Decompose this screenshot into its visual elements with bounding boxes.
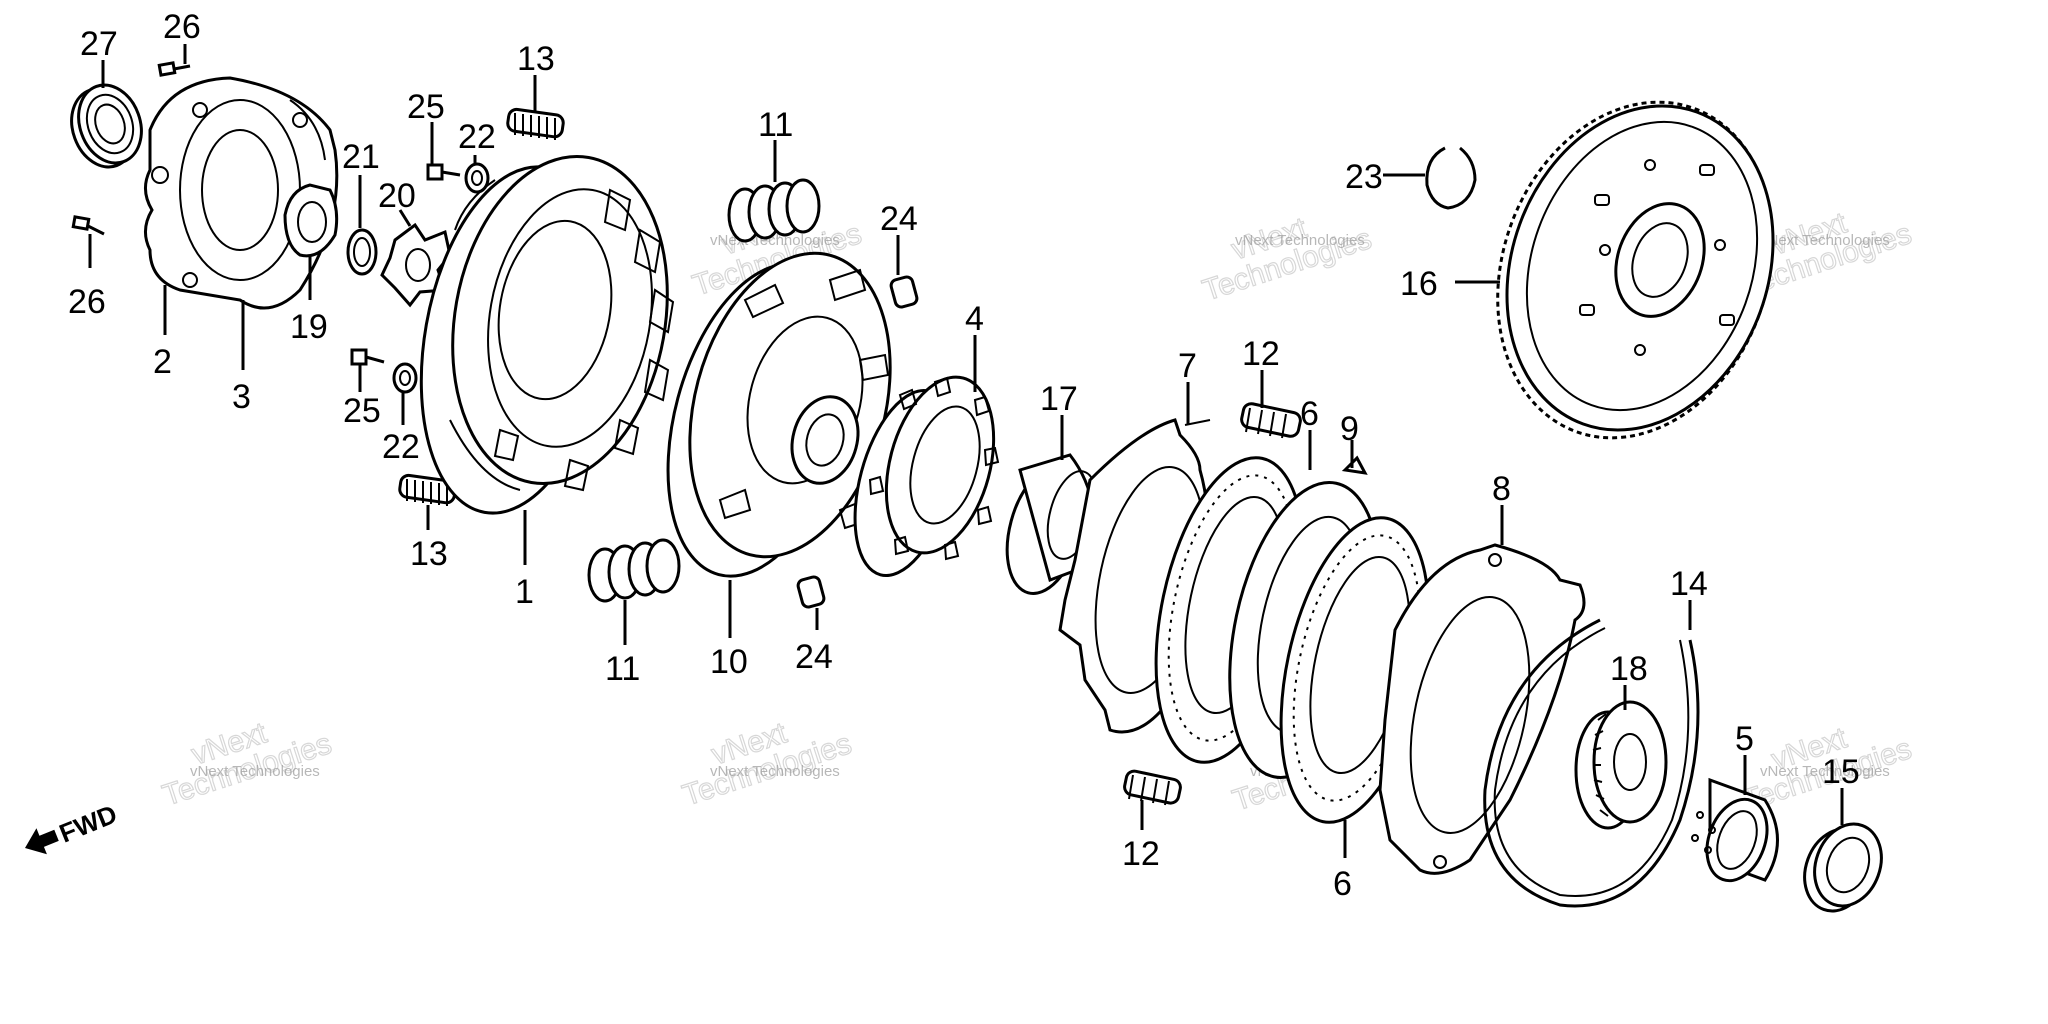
callout-18: 18 [1610,650,1648,688]
callout-10: 10 [710,643,748,681]
callout-13-top: 13 [517,40,555,78]
callout-23: 23 [1345,158,1383,196]
callout-24-bottom: 24 [795,638,833,676]
callout-1: 1 [515,573,534,611]
part-8-plate [1378,543,1586,875]
part-19-cam [283,183,339,258]
callout-6-bottom: 6 [1333,865,1352,903]
callout-9: 9 [1340,410,1359,448]
callout-13-bottom: 13 [410,535,448,573]
watermark-1: vNext Technologies [158,716,336,813]
part-15-collar [1803,822,1883,913]
callout-25-top: 25 [407,88,445,126]
callout-22-top: 22 [458,118,496,156]
callout-26-top: 26 [163,8,201,46]
part-4-one-way-clutch [853,375,1000,577]
watermark-small: vNext Technologies [1760,232,1890,249]
callout-20: 20 [378,177,416,215]
part-12-damper-bottom [1123,769,1182,806]
part-14-snap-ring [1483,618,1700,908]
callout-17: 17 [1040,380,1078,418]
part-22-washer-bottom [392,362,418,394]
part-23-circlip [1425,146,1477,210]
callout-24-top: 24 [880,200,918,238]
callout-19: 19 [290,308,328,346]
callout-15: 15 [1822,753,1860,791]
part-24-dowel-bottom [796,575,826,609]
part-16-driven-gear [1496,100,1775,440]
callout-2: 2 [153,343,172,381]
callout-16: 16 [1400,265,1438,303]
callout-14: 14 [1670,565,1708,603]
fwd-arrow-icon [25,828,59,855]
part-5-bushing [1691,777,1779,883]
part-26-screw-bottom [71,215,105,236]
part-26-screw-top [157,61,191,77]
callout-5: 5 [1735,720,1754,758]
watermark-2: vNext Technologies [678,716,856,813]
part-12-damper-top [1240,402,1302,439]
part-24-dowel-top [889,275,919,309]
watermark-small: vNext Technologies [190,763,320,780]
callout-22-bottom: 22 [382,428,420,466]
part-22-washer-top [464,162,490,194]
part-1-clutch-drum [419,154,675,515]
part-11-spring-top [727,178,821,243]
fwd-direction-marker: FWD [25,799,121,855]
callout-25-bottom: 25 [343,392,381,430]
callout-7: 7 [1178,347,1197,385]
callout-12-top: 12 [1242,335,1280,373]
watermark-small: vNext Technologies [710,763,840,780]
callout-12-bottom: 12 [1122,835,1160,873]
part-27-bearing [70,83,143,169]
part-25-bolt-top [426,163,461,181]
watermark-small: vNext Technologies [1760,763,1890,780]
part-18-primary-gear [1574,700,1668,830]
part-2-side-plate [144,76,339,310]
part-11-spring-bottom [587,538,681,603]
part-13-spring-top [506,107,565,140]
callout-27: 27 [80,25,118,63]
part-21-ring [346,228,378,276]
watermark-small: vNext Technologies [1235,232,1365,249]
callout-6-top: 6 [1300,395,1319,433]
callout-21: 21 [342,138,380,176]
callout-26-bottom: 26 [68,283,106,321]
callout-11-bottom: 11 [605,650,640,688]
callout-8: 8 [1492,470,1511,508]
part-25-bolt-bottom [350,348,385,366]
callout-11-top: 11 [758,106,793,144]
callout-labels: 27 26 26 2 3 19 21 20 25 22 25 22 13 13 … [68,8,1860,903]
watermark-4: vNext Technologies [1198,211,1376,308]
callout-4: 4 [965,300,984,338]
fwd-label: FWD [55,799,121,849]
callout-3: 3 [232,378,251,416]
